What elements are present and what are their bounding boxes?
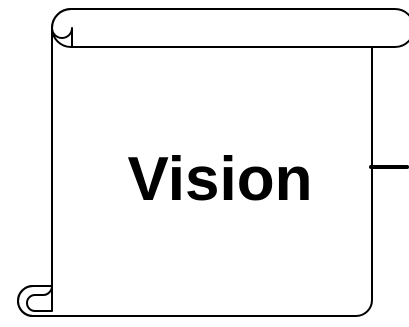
scroll-title: Vision — [70, 140, 370, 220]
top-curl — [52, 9, 72, 47]
bottom-curl — [18, 286, 52, 316]
